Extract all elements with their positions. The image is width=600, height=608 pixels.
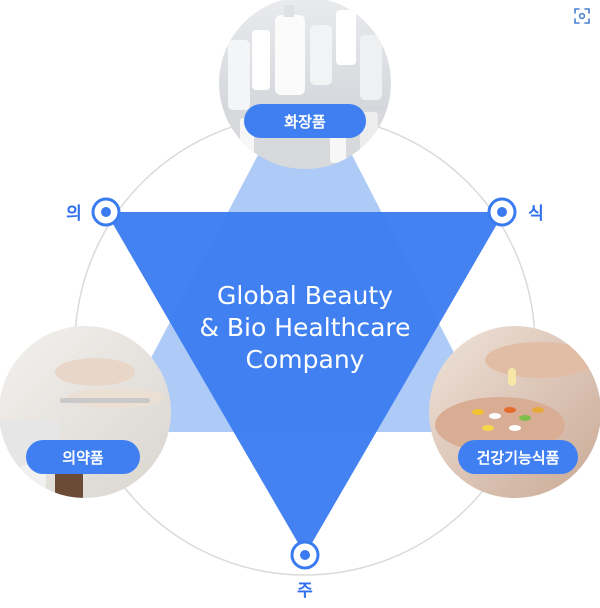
cosmetics-photo [219,0,391,169]
center-title-line1: Global Beauty [217,281,393,310]
scan-button[interactable] [570,4,594,28]
marker-left-label: 의 [66,204,82,224]
marker-right[interactable] [487,197,517,227]
marker-bottom[interactable] [290,540,320,570]
cosmetics-pill[interactable] [244,104,366,138]
pharmaceuticals-pill[interactable] [26,440,140,474]
marker-left[interactable] [91,197,121,227]
center-title-line3: Company [246,345,365,374]
triangle-downward [106,212,504,555]
pharmaceuticals-photo [0,326,171,498]
marker-bottom-label: 주 [297,581,313,601]
marker-right-label: 식 [528,204,544,224]
health-food-pill[interactable] [458,440,578,474]
scan-icon [574,8,590,24]
cosmetics-label: 화장품 [284,113,326,131]
pharmaceuticals-label: 의약품 [62,449,104,467]
health-food-label: 건강기능식품 [477,449,560,467]
center-title-line2: & Bio Healthcare [199,313,410,342]
